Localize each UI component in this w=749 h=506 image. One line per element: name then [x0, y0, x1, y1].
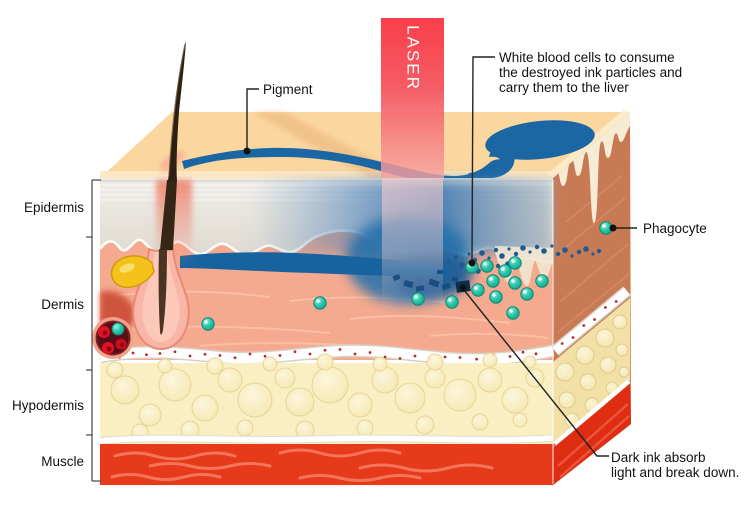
pigment-band-front — [180, 252, 447, 277]
skin-front-face — [98, 178, 555, 485]
junction-drips-right — [495, 246, 553, 286]
gland-highlight — [119, 263, 135, 273]
skin-right-face — [551, 112, 631, 485]
right-border-dots — [560, 300, 618, 345]
phagocyte-cells — [201, 221, 613, 331]
blood-vessel — [92, 317, 134, 359]
muscle-texture — [110, 448, 494, 482]
wbc-label-line3: carry them to the liver — [499, 80, 629, 95]
label-dermis: Dermis — [41, 297, 84, 312]
red-blood-cells — [98, 326, 127, 354]
sebaceous-gland — [110, 255, 155, 289]
dark-ink-label-line2: light and break down. — [611, 465, 739, 480]
laser-beam: LASER — [381, 18, 444, 308]
hair-highlight — [168, 43, 186, 177]
hair-shaft — [168, 40, 186, 181]
right-dermis-texture — [557, 175, 630, 333]
ink-fragments — [392, 270, 459, 292]
fat-muscle-line — [99, 435, 554, 444]
annotation-layer: Pigment White blood cells to consume the… — [12, 50, 739, 482]
layer-bracket — [86, 179, 101, 482]
phagocyte-label: Phagocyte — [643, 221, 707, 236]
label-muscle: Muscle — [41, 454, 84, 469]
laser-label: LASER — [404, 25, 423, 91]
wbc-leader-dot — [468, 259, 476, 267]
label-epidermis: Epidermis — [24, 200, 84, 215]
pigment-leader-dot — [243, 147, 251, 155]
white-cell-in-vessel — [111, 322, 125, 336]
pigment-leader-line — [246, 88, 259, 149]
right-fat-bubbles — [555, 314, 630, 428]
right-muscle-texture — [557, 403, 630, 478]
label-hypodermis: Hypodermis — [12, 398, 84, 413]
wbc-label-line1: White blood cells to consume — [499, 50, 675, 65]
wbc-leader-line — [471, 56, 495, 262]
pigment-pool — [485, 120, 595, 160]
right-fat-muscle-line — [553, 379, 631, 446]
dark-ink-leader-dot — [459, 284, 467, 292]
right-face-epidermis-drips — [553, 112, 630, 223]
dark-ink-label-line1: Dark ink absorb — [611, 450, 706, 465]
hair-follicle-group — [92, 40, 192, 359]
hair-shaft-in-skin — [160, 180, 177, 250]
dark-ink-leader-line — [463, 289, 609, 457]
hair-root — [158, 249, 167, 335]
wbc-label-line2: the destroyed ink particles and — [499, 65, 682, 80]
pigment-label: Pigment — [263, 82, 313, 97]
laser-beam-in-skin — [382, 178, 443, 308]
phagocyte-leader-dot — [609, 224, 617, 232]
laser-beam-above-skin — [381, 18, 444, 178]
